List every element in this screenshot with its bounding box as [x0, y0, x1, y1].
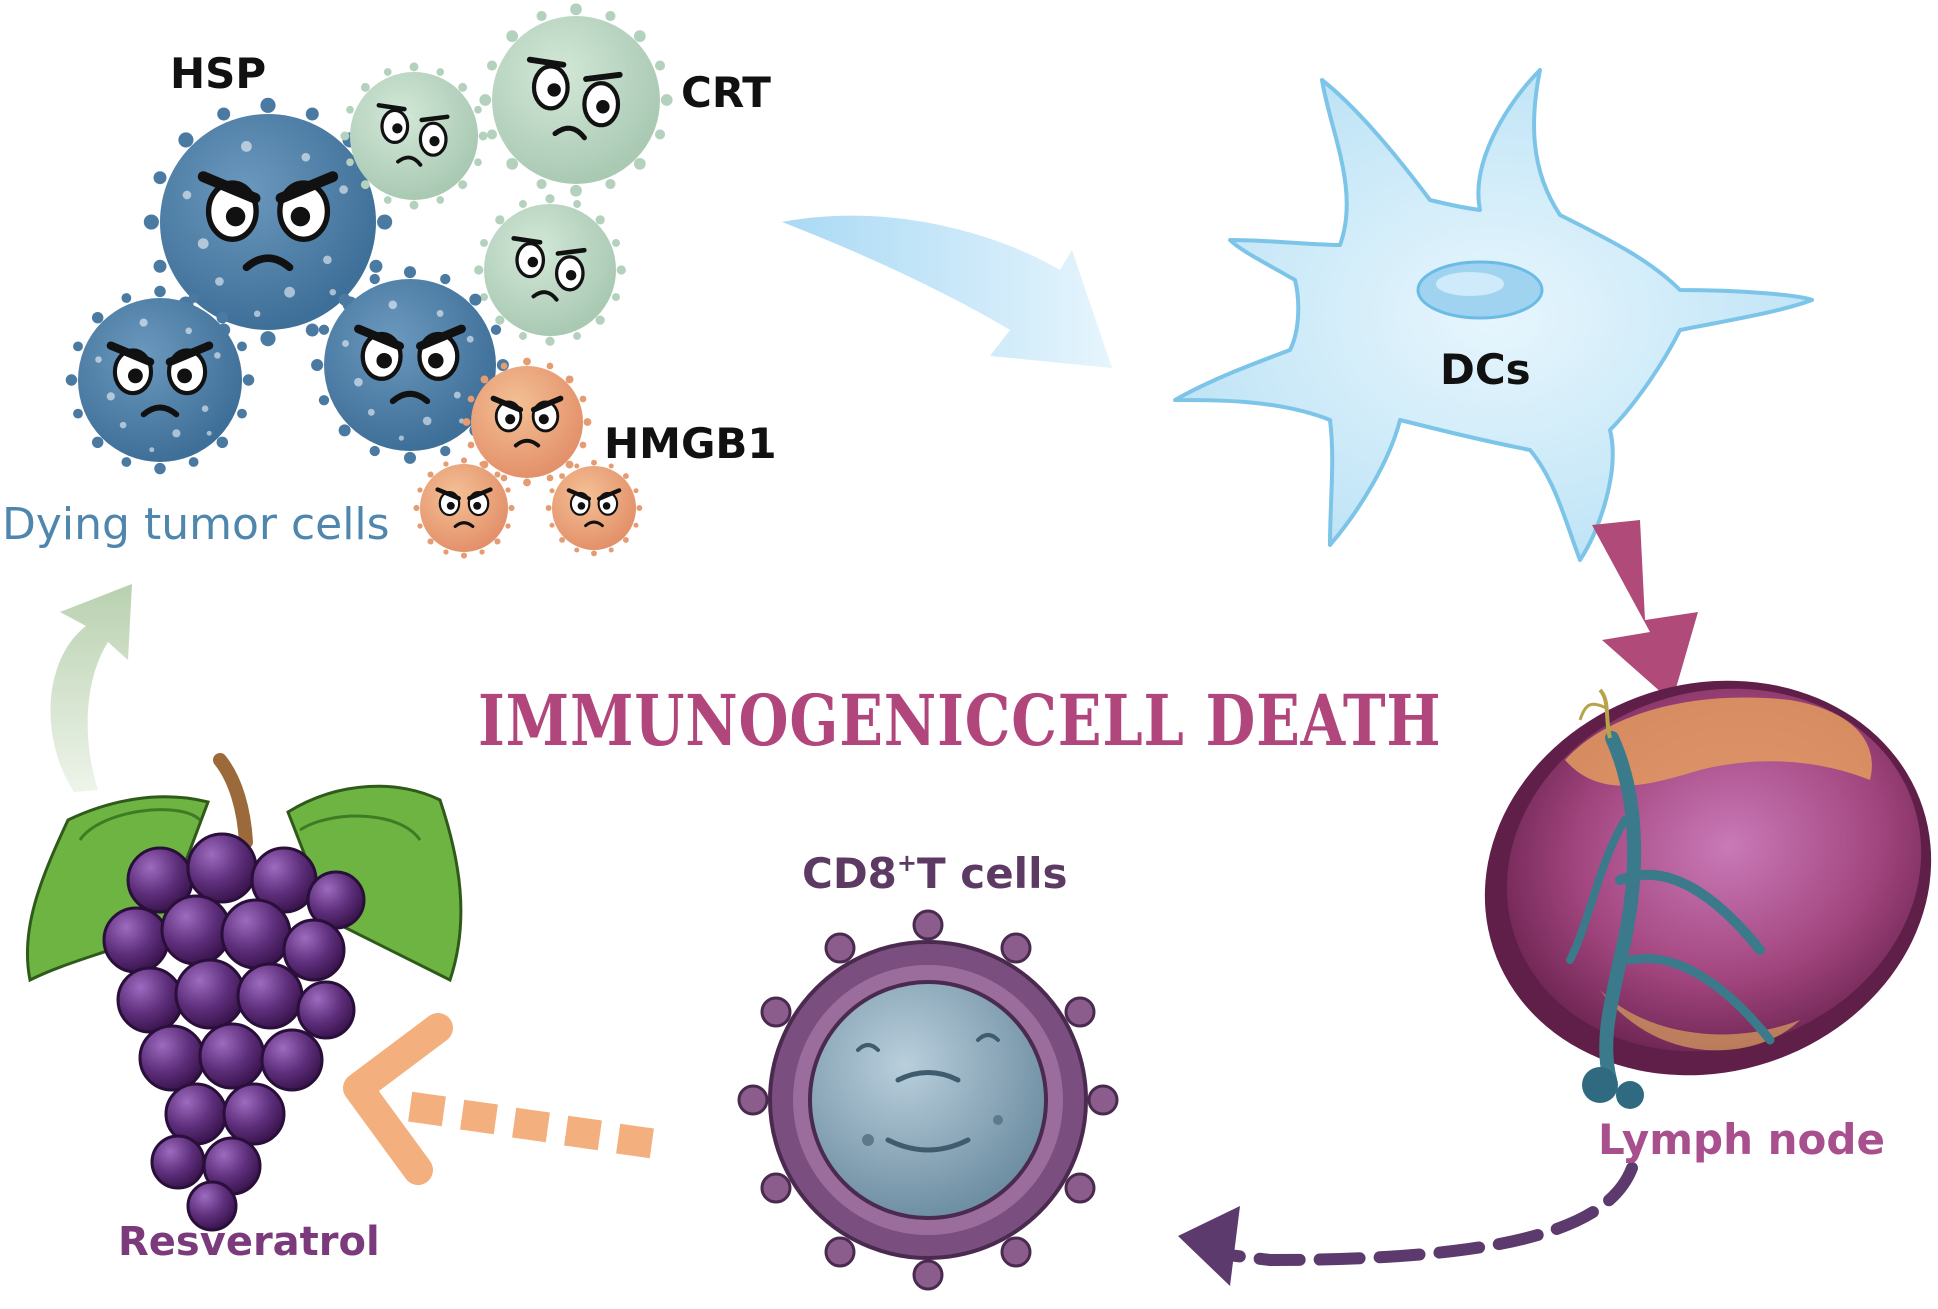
lymph-node-icon — [1484, 680, 1932, 1109]
label-lymph-node: Lymph node — [1598, 1115, 1885, 1164]
diagram-title: IMMUNOGENICCELL DEATH — [478, 679, 1442, 762]
tumor-cell-blue-large — [143, 97, 393, 347]
grape-bunch-icon — [25, 753, 463, 1232]
label-resveratrol: Resveratrol — [118, 1219, 380, 1265]
tumor-cell-orange — [462, 357, 592, 487]
tumor-cell-green — [340, 62, 488, 210]
label-dcs: DCs — [1440, 345, 1531, 394]
t-cell-icon — [737, 909, 1119, 1291]
dying-tumor-cells-cluster — [65, 3, 673, 559]
label-hsp: HSP — [170, 49, 267, 98]
tumor-cell-blue — [65, 285, 255, 475]
dendritic-cell-icon — [1173, 68, 1814, 562]
tumor-cell-green — [479, 3, 673, 197]
tumor-cell-green — [474, 194, 626, 346]
label-cd8-suffix: T cells — [917, 849, 1068, 898]
label-hmgb1: HMGB1 — [604, 419, 777, 468]
label-cd8-prefix: CD8 — [802, 849, 897, 898]
label-crt: CRT — [681, 68, 771, 117]
tumor-cell-orange — [545, 459, 643, 557]
label-dying-tumor-cells: Dying tumor cells — [2, 499, 390, 550]
arrow-resveratrol-to-tumor-cells — [50, 584, 132, 792]
arrow-tumor-to-dcs — [782, 215, 1112, 368]
tumor-cell-blue — [311, 266, 509, 464]
tumor-cell-orange — [413, 457, 515, 559]
label-cd8-superscript: + — [896, 849, 918, 877]
arrow-lymph-node-to-t-cells — [1178, 1162, 1638, 1286]
label-cd8-t-cells: CD8+T cells — [802, 851, 1067, 895]
arrow-t-cells-to-resveratrol — [343, 1013, 654, 1185]
arrow-dcs-to-lymph-node — [1592, 520, 1698, 702]
